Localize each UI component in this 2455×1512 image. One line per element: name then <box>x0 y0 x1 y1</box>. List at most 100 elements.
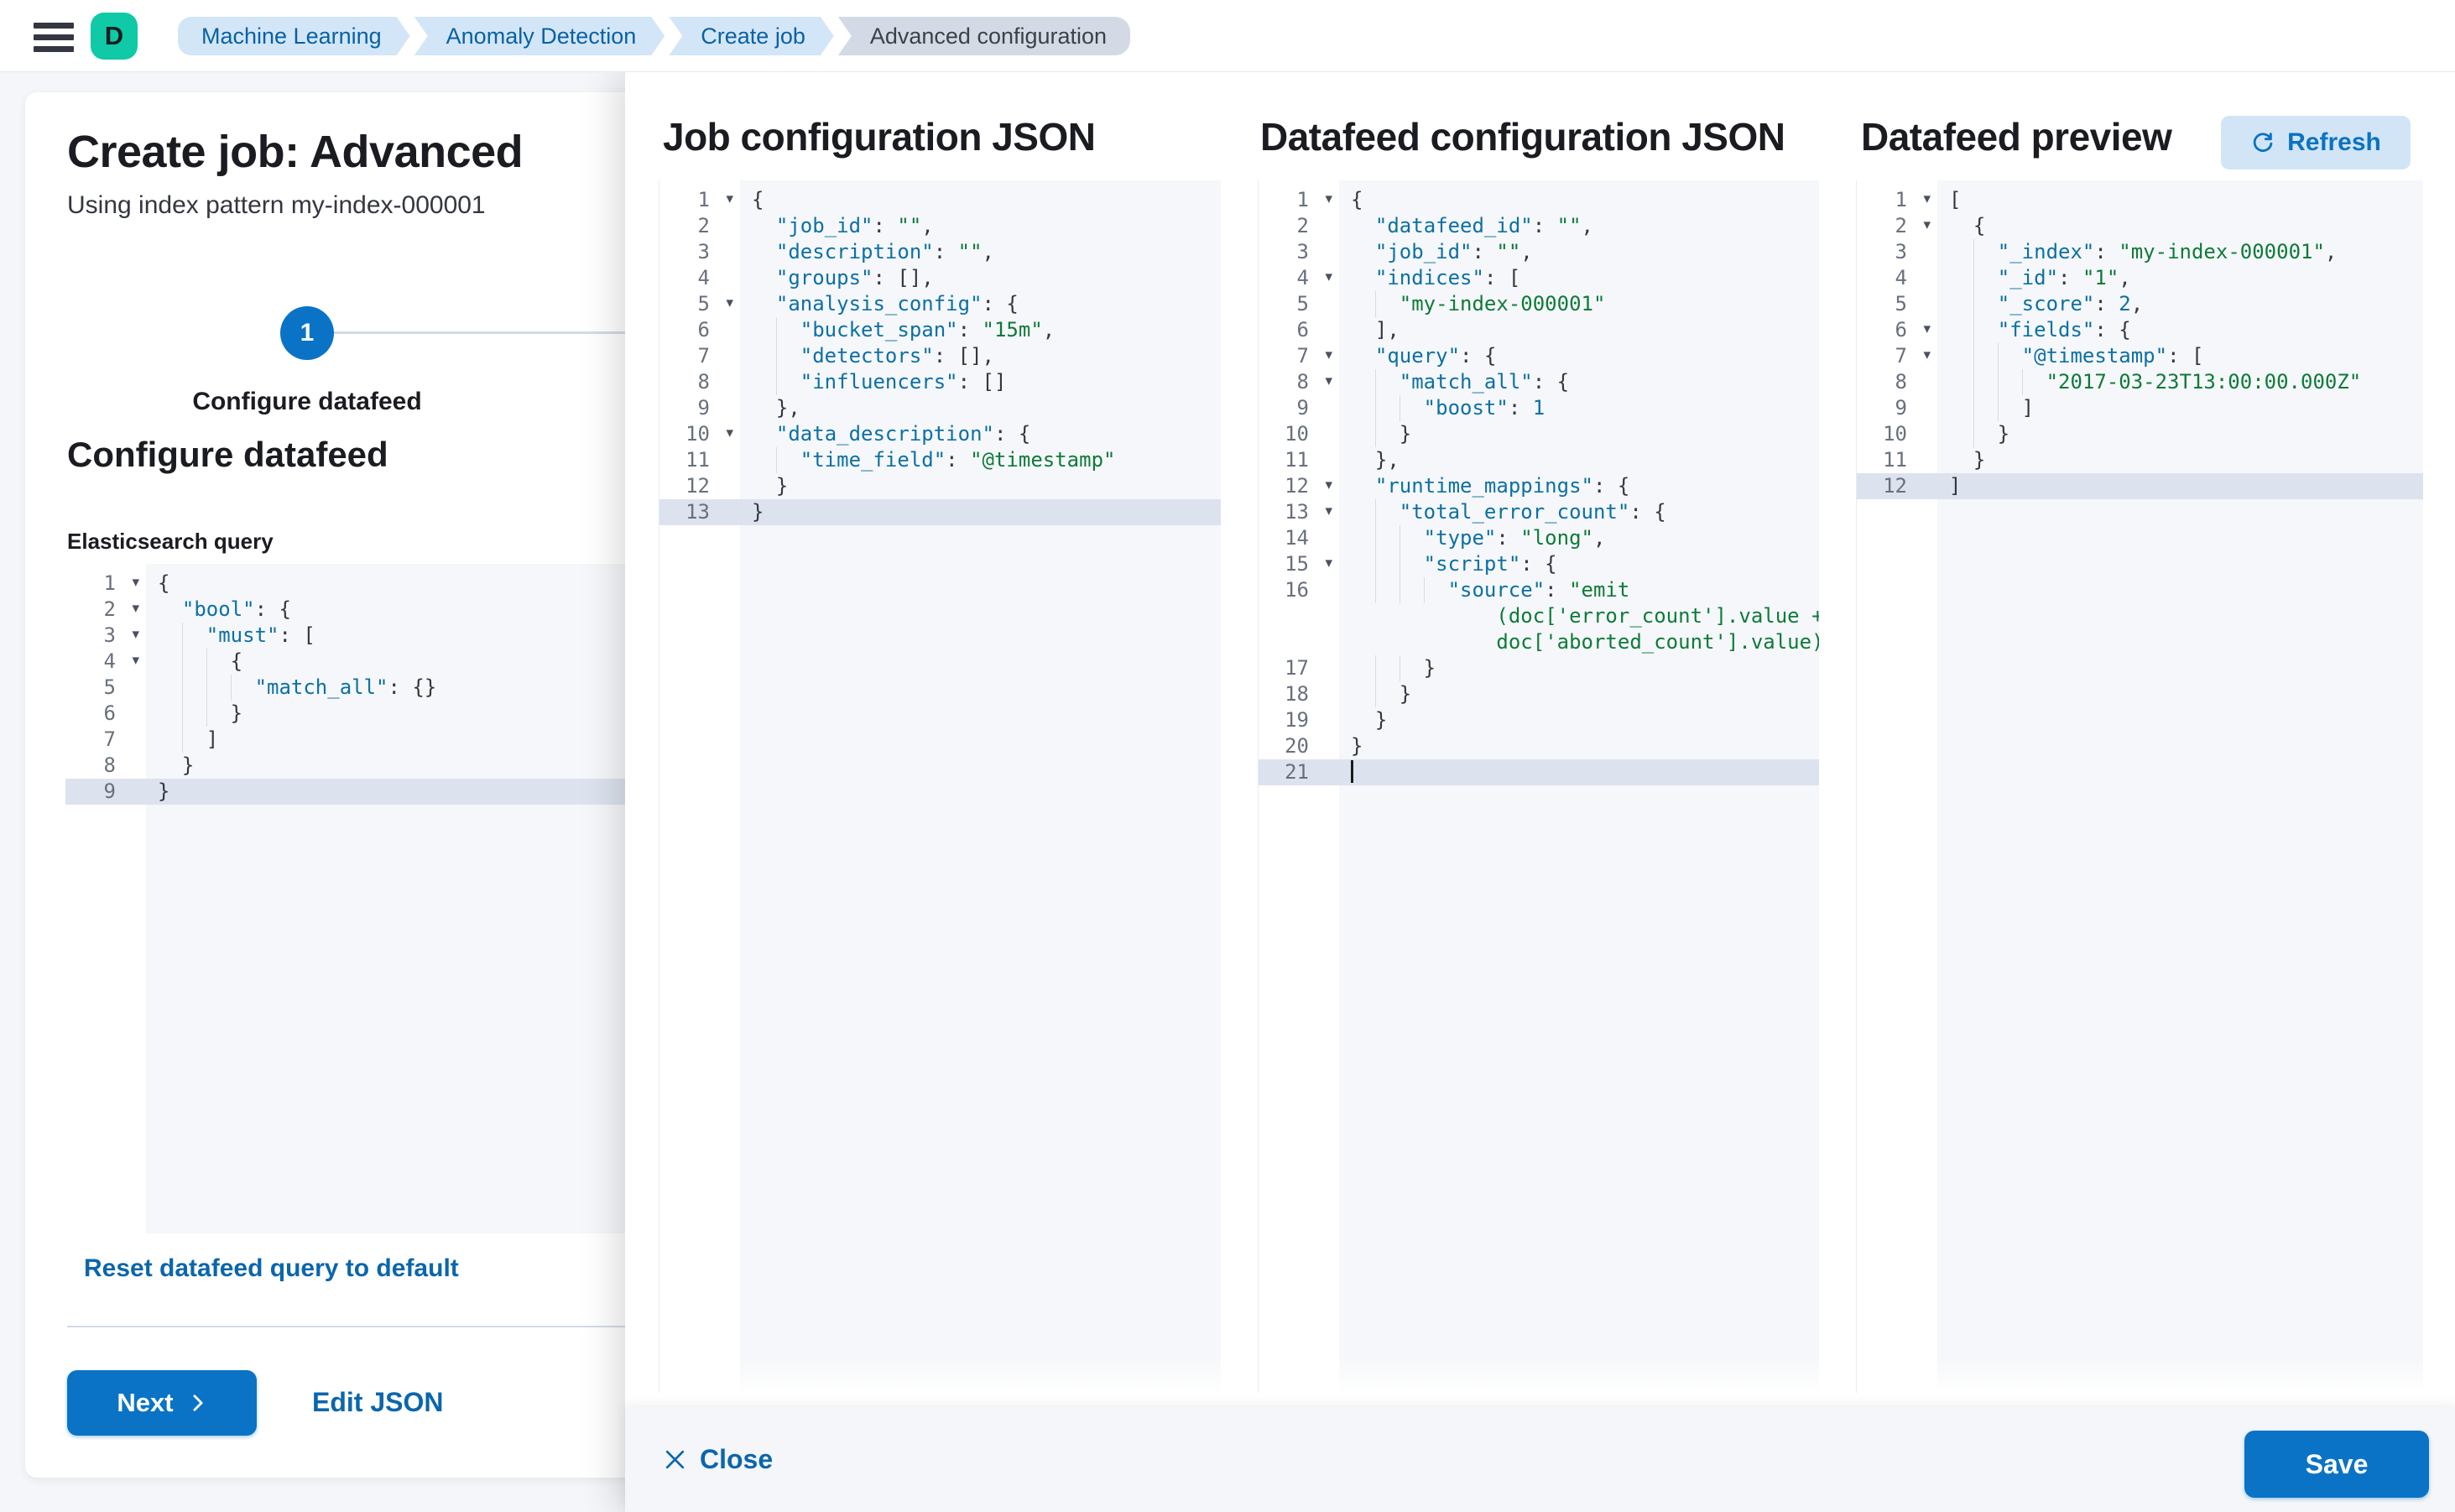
fold-arrow-icon[interactable]: ▾ <box>1325 269 1332 285</box>
indent-guide <box>1973 395 1998 421</box>
indent-guide <box>1973 369 1998 395</box>
code-content: "script": { <box>1339 551 1819 577</box>
elasticsearch-query-editor[interactable]: 1▾{2▾"bool": {3▾"must": [4▾{5"match_all"… <box>65 564 711 1233</box>
job-configuration-title: Job configuration JSON <box>663 115 1096 159</box>
refresh-button-label: Refresh <box>2287 128 2381 156</box>
indent-guide <box>1973 343 1998 369</box>
datafeed-preview-editor[interactable]: 1▾[2▾{3"_index": "my-index-000001",4"_id… <box>1856 180 2423 1393</box>
indent <box>752 421 776 447</box>
reset-datafeed-query-link[interactable]: Reset datafeed query to default <box>84 1254 459 1282</box>
hamburger-bar <box>34 34 74 40</box>
code-token: : <box>2058 266 2082 289</box>
close-button[interactable]: Close <box>664 1444 773 1475</box>
fold-arrow-icon[interactable]: ▾ <box>1923 216 1931 233</box>
code-content: "time_field": "@timestamp" <box>740 447 1221 473</box>
line-number: 4▾ <box>1296 266 1332 289</box>
code-token: : <box>946 448 971 472</box>
fold-arrow-icon[interactable]: ▾ <box>1325 503 1332 519</box>
breadcrumb-item-anomaly-detection[interactable]: Anomaly Detection <box>414 17 665 55</box>
fold-arrow-icon[interactable]: ▾ <box>132 600 139 617</box>
edit-json-link[interactable]: Edit JSON <box>312 1387 444 1417</box>
fold-arrow-icon[interactable]: ▾ <box>726 190 733 207</box>
indent-guide <box>1374 655 1400 681</box>
code-line: 8"influencers": [] <box>659 369 1221 395</box>
indent-guide <box>1374 577 1400 603</box>
line-number: 6▾ <box>1895 318 1931 342</box>
code-token: } <box>158 779 170 803</box>
indent <box>1949 239 1973 265</box>
fold-arrow-icon[interactable]: ▾ <box>1923 347 1931 363</box>
indent <box>1351 525 1375 551</box>
code-line: 2▾"bool": { <box>65 597 711 623</box>
line-number: 9 <box>697 396 710 420</box>
indent <box>1351 447 1375 473</box>
fold-arrow-icon[interactable]: ▾ <box>1325 555 1332 571</box>
space-avatar[interactable]: D <box>91 13 138 60</box>
fold-arrow-icon[interactable]: ▾ <box>132 652 139 669</box>
code-content: "job_id": "", <box>1339 239 1819 265</box>
code-token: { <box>752 188 764 211</box>
indent-guide <box>1399 655 1424 681</box>
code-content: "bool": { <box>146 597 711 623</box>
code-content: "influencers": [] <box>740 369 1221 395</box>
code-token: "indices" <box>1374 266 1484 289</box>
indent-guide <box>1399 551 1424 577</box>
refresh-button[interactable]: Refresh <box>2221 116 2411 169</box>
line-number: 8▾ <box>1296 370 1332 394</box>
fold-arrow-icon[interactable]: ▾ <box>726 295 733 311</box>
wrap-indent <box>1351 629 1496 655</box>
code-line: 10▾"data_description": { <box>659 421 1221 447</box>
code-line: (doc['error_count'].value + <box>1259 603 1819 629</box>
indent-guide <box>1399 525 1424 551</box>
line-number: 6 <box>1296 318 1309 342</box>
breadcrumb-item-machine-learning[interactable]: Machine Learning <box>178 17 410 55</box>
code-token: : <box>2094 240 2119 263</box>
code-line: 21 <box>1259 759 1819 785</box>
fold-arrow-icon[interactable]: ▾ <box>1325 190 1332 207</box>
line-number: 7 <box>103 727 116 751</box>
code-token: , <box>1042 318 1055 342</box>
fold-arrow-icon[interactable]: ▾ <box>1325 347 1332 363</box>
job-configuration-editor[interactable]: 1▾{2"job_id": "",3"description": "",4"gr… <box>659 180 1221 1393</box>
indent-guide <box>181 649 206 675</box>
code-line: 3"_index": "my-index-000001", <box>1857 239 2423 265</box>
code-token: : <box>1508 396 1533 420</box>
fold-arrow-icon[interactable]: ▾ <box>132 626 139 643</box>
code-content: "detectors": [], <box>740 343 1221 369</box>
datafeed-configuration-editor[interactable]: 1▾{2"datafeed_id": "",3"job_id": "",4▾"i… <box>1258 180 1819 1393</box>
line-number: 9 <box>1296 396 1309 420</box>
fold-arrow-icon[interactable]: ▾ <box>1325 373 1332 389</box>
code-line: 1▾{ <box>659 187 1221 213</box>
indent <box>158 727 182 753</box>
indent-guide <box>1374 551 1400 577</box>
code-token: 1 <box>1532 396 1545 420</box>
indent-guide <box>775 369 800 395</box>
code-token: : <box>1532 214 1557 237</box>
line-number: 7▾ <box>1296 344 1332 368</box>
code-token: } <box>1973 448 1986 472</box>
save-button[interactable]: Save <box>2244 1431 2429 1498</box>
fold-arrow-icon[interactable]: ▾ <box>1923 321 1931 337</box>
hamburger-menu-icon[interactable] <box>34 23 74 53</box>
next-button[interactable]: Next <box>67 1370 257 1436</box>
code-content: "source": "emit <box>1339 577 1819 603</box>
indent <box>158 753 182 779</box>
fold-arrow-icon[interactable]: ▾ <box>1325 477 1332 493</box>
code-content: "my-index-000001" <box>1339 291 1819 317</box>
code-token: } <box>1423 656 1436 680</box>
indent-guide <box>1997 343 2022 369</box>
line-number: 7 <box>697 344 710 368</box>
indent <box>1351 265 1375 291</box>
code-token: : { <box>1532 370 1570 394</box>
fold-arrow-icon[interactable]: ▾ <box>1923 190 1931 207</box>
line-number: 13 <box>685 500 710 524</box>
breadcrumb-item-create-job[interactable]: Create job <box>669 17 834 55</box>
code-content: { <box>1937 213 2423 239</box>
editor-gutter <box>65 564 146 1233</box>
step-1-indicator[interactable]: 1 <box>280 306 334 360</box>
fold-arrow-icon[interactable]: ▾ <box>132 574 139 591</box>
indent-guide <box>1374 499 1400 525</box>
fold-arrow-icon[interactable]: ▾ <box>726 425 733 441</box>
